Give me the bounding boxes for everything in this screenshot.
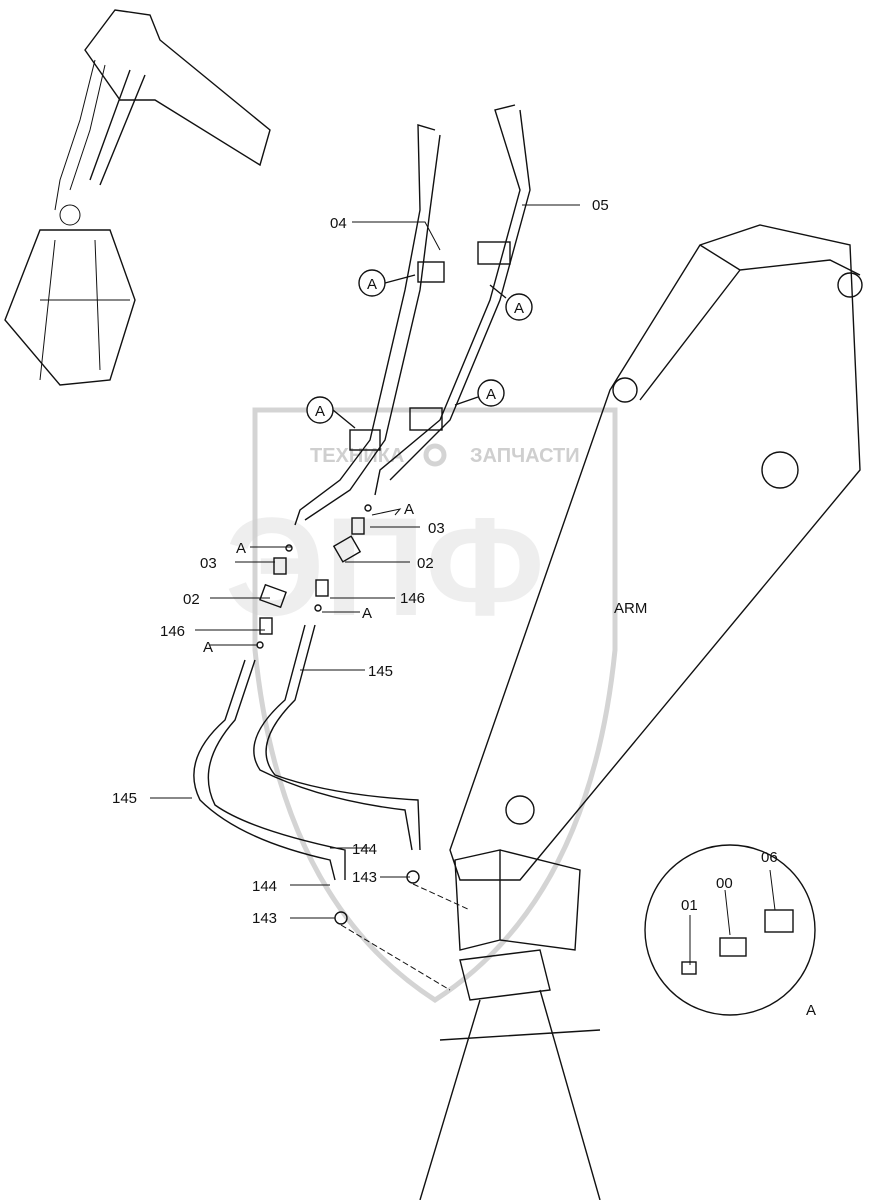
detail-a: [644, 844, 816, 1016]
label-00: 00: [716, 875, 733, 892]
watermark: ТЕХНИКА ЗАПЧАСТИ ЭПФ: [225, 407, 618, 1003]
label-03: 03: [428, 520, 445, 537]
label-146: 146: [400, 590, 425, 607]
label-a: A: [362, 605, 372, 622]
pipe-05: [374, 104, 531, 496]
label-02: 02: [183, 591, 200, 608]
detail-ref-a: A: [315, 403, 325, 420]
label-143: 143: [352, 869, 377, 886]
label-146: 146: [160, 623, 185, 640]
hoses-145: [193, 624, 471, 991]
label-144: 144: [252, 878, 277, 895]
label-03: 03: [200, 555, 217, 572]
gear-icon: [423, 443, 447, 467]
label-02: 02: [417, 555, 434, 572]
watermark-text-2: ЗАПЧАСТИ: [470, 445, 580, 467]
label-143: 143: [252, 910, 277, 927]
detail-ref-markers: A A A A: [306, 269, 533, 429]
part-labels: 04 05 A 03 A 03 02 02 146 A 146 A 145 14…: [112, 197, 816, 1019]
label-detail-a: A: [806, 1002, 816, 1019]
fittings: [256, 504, 372, 649]
arm-structure: [419, 224, 863, 1200]
watermark-logo: ЭПФ: [225, 488, 545, 645]
label-05: 05: [592, 197, 609, 214]
label-a: A: [236, 540, 246, 557]
detail-ref-a: A: [367, 276, 377, 293]
pipe-04: [294, 124, 445, 526]
label-arm: ARM: [614, 600, 647, 617]
label-144: 144: [352, 841, 377, 858]
label-a: A: [404, 501, 414, 518]
label-04: 04: [330, 215, 347, 232]
detail-ref-a: A: [486, 386, 496, 403]
label-a: A: [203, 639, 213, 656]
label-01: 01: [681, 897, 698, 914]
detail-ref-a: A: [514, 300, 524, 317]
leaders: [150, 204, 580, 919]
label-145: 145: [368, 663, 393, 680]
label-06: 06: [761, 849, 778, 866]
label-145: 145: [112, 790, 137, 807]
overview-thumbnail: [4, 9, 271, 386]
